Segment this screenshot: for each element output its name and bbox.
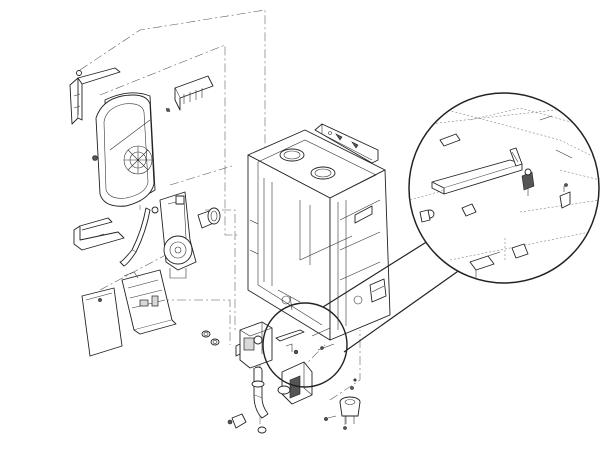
expansion-vessel	[92, 92, 156, 207]
top-mounting-bracket	[69, 67, 121, 125]
wall-hanging-rail	[314, 123, 379, 164]
inlet-connector	[227, 413, 247, 429]
detail-leader-lines	[322, 235, 472, 353]
drain-fitting	[339, 396, 361, 424]
venturi-tube	[197, 207, 221, 229]
side-pipe-bracket	[369, 278, 387, 303]
lower-bracket	[73, 217, 125, 251]
control-pcb-box	[121, 269, 177, 335]
loose-screws	[324, 378, 357, 430]
pcb-cover-panel	[81, 287, 123, 357]
ribbed-clip	[174, 75, 214, 111]
fan-assembly	[159, 191, 197, 279]
gas-pipe	[251, 368, 269, 419]
flexible-pipe	[119, 206, 159, 267]
small-screw	[165, 107, 171, 113]
detail-source-circle	[262, 302, 348, 388]
magnified-detail-callout	[408, 92, 600, 284]
pump	[277, 361, 313, 405]
